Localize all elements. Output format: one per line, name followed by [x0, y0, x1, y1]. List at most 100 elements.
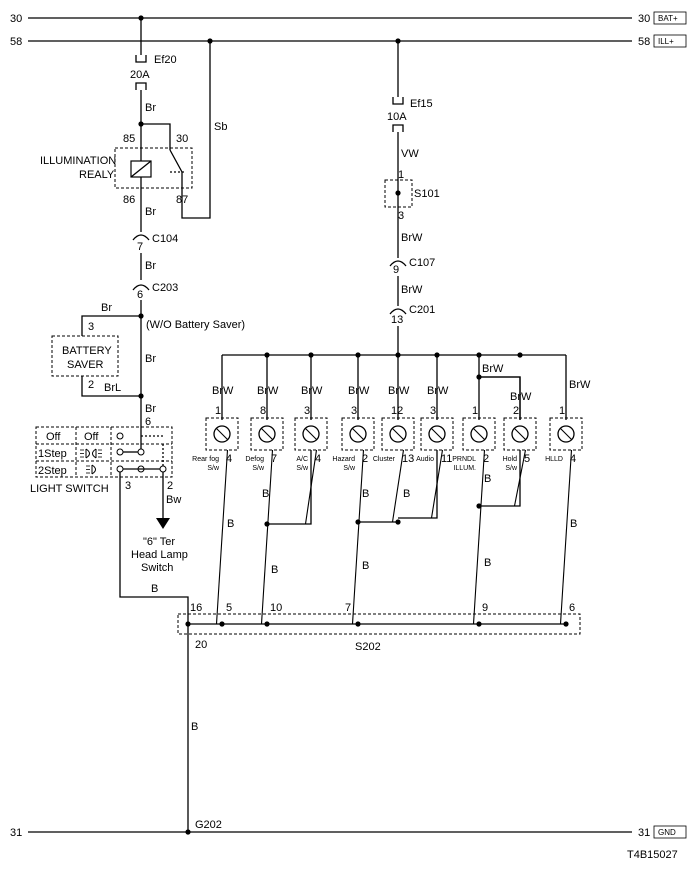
lamp-top-pin: 1: [472, 405, 478, 417]
lamp-connector-box: [549, 417, 583, 451]
wire-br-label-6: Br: [145, 403, 156, 415]
lamp-name-label: S/w: [343, 465, 356, 472]
wire-br-label-4: Br: [145, 353, 156, 365]
s202-lamp-pin: 6: [569, 602, 575, 614]
c104-connector-icon: [132, 234, 150, 241]
lamp-name-label: Cluster: [373, 456, 396, 463]
lamp-name-label: Hold: [503, 456, 518, 463]
ef20-name: Ef20: [154, 54, 177, 66]
light-switch: Off Off 1Step 2Step: [30, 426, 189, 624]
wire-brw-label: BrW: [510, 391, 532, 403]
wire-br-label-5: Br: [101, 302, 112, 314]
wire-b-label: B: [362, 560, 369, 572]
switch-off-label-2: Off: [84, 431, 99, 443]
c104-label: C104: [152, 233, 178, 245]
battery-saver-line1: BATTERY: [62, 345, 112, 357]
wire-b-label-ground: B: [191, 721, 198, 733]
lamp-bulb-icon: [557, 425, 575, 625]
wire-b-label: B: [227, 518, 234, 530]
c203-pin: 6: [137, 289, 143, 301]
lamp-bottom-pin: 4: [315, 453, 321, 465]
c104-pin: 7: [137, 241, 143, 253]
lamp-top-pin: 3: [304, 405, 310, 417]
relay-pin-30: 30: [176, 133, 188, 145]
wire-brl-label: BrL: [104, 382, 121, 394]
dest-line1: "6" Ter: [143, 536, 175, 548]
lamp-name-label: Rear fog: [192, 456, 219, 463]
lamp-top-pin: 3: [351, 405, 357, 417]
lamp-name-label: S/w: [505, 465, 518, 472]
wire-brw-label-2: BrW: [401, 284, 423, 296]
lamp-top-pin: 3: [430, 405, 436, 417]
lamp-top-pin: 1: [215, 405, 221, 417]
c201-label: C201: [409, 304, 435, 316]
wire-b-label-switch: B: [151, 583, 158, 595]
s202-lamp-pin: 10: [270, 602, 282, 614]
lamp-name-label: S/w: [296, 465, 309, 472]
light-switch-name: LIGHT SWITCH: [30, 483, 109, 495]
lamp-bulb-icon: [213, 425, 231, 625]
c107-connector-icon: [389, 260, 407, 267]
illumination-relay: 85 30 86 87 ILLUMINATION REALY Sb: [40, 38, 227, 219]
ill-rail-right-number: 58: [638, 36, 650, 48]
lamp-name-label: HLLD: [545, 456, 563, 463]
light-switch-pin-2: 2: [167, 480, 173, 492]
diagram-code: T4B15027: [627, 849, 678, 861]
ef20-branch: Ef20 20A Br: [130, 15, 177, 162]
lamp-top-pin: 1: [559, 405, 565, 417]
s202-lamp-pin: 5: [226, 602, 232, 614]
relay-switch-icon: [169, 149, 183, 173]
lamp-bottom-pin: 5: [524, 453, 530, 465]
battery-saver-pin-3: 3: [88, 321, 94, 333]
wire-brw-label: BrW: [348, 385, 370, 397]
wire-br-label: Br: [145, 102, 156, 114]
g202-label: G202: [195, 819, 222, 831]
wire-brw-label: BrW: [427, 385, 449, 397]
battery-saver-note: (W/O Battery Saver): [146, 319, 245, 331]
dest-line3: Switch: [141, 562, 173, 574]
s202-lamp-pin: 7: [345, 602, 351, 614]
lamp-bulb-icon: [349, 425, 367, 625]
lamp-name-label: ILLUM.: [453, 465, 476, 472]
c201-pin: 13: [391, 314, 403, 326]
wire-brw-label: BrW: [212, 385, 234, 397]
bat-rail-tag: BAT+: [658, 14, 678, 23]
wire-b-label: B: [262, 488, 269, 500]
arrow-down-icon: [156, 518, 170, 529]
lamp-bottom-pin: 4: [226, 453, 232, 465]
lamp-name-label: A/C: [296, 456, 308, 463]
s101-pin3: 3: [398, 210, 404, 222]
lamp-bottom-pin: 7: [271, 453, 277, 465]
lamp-bottom-pin: 13: [402, 453, 414, 465]
lamp-top-pin: 2: [513, 405, 519, 417]
battery-saver-pin-2: 2: [88, 379, 94, 391]
ef20-fuse-icon: [135, 55, 147, 63]
lamp-connector-box: [250, 417, 284, 451]
ef15-branch: Ef15 10A VW 1 S101 3 BrW 9 C107 BrW 13 C…: [384, 38, 440, 355]
wire-brw-label: BrW: [482, 363, 504, 375]
lamp-top-pin: 8: [260, 405, 266, 417]
lamp-top-pin: 12: [391, 405, 403, 417]
left-harness: Br 7 C104 Br 6 C203 (W/O Battery Saver) …: [51, 206, 245, 428]
battery-saver-box: [51, 335, 119, 377]
head-lamp-icon: [86, 464, 96, 475]
gnd-rail: 31 31 GND: [10, 825, 687, 839]
lamp-bottom-pin: 2: [483, 453, 489, 465]
ef20-amp: 20A: [130, 69, 150, 81]
gnd-rail-left-number: 31: [10, 827, 22, 839]
bat-rail: 30 30 BAT+: [10, 11, 687, 25]
lamp-bulb-icon: [470, 425, 488, 625]
lamp-bulb-icon: [302, 425, 320, 525]
light-switch-pin-6: 6: [145, 416, 151, 428]
wire-b-label: B: [271, 564, 278, 576]
relay-pin-85: 85: [123, 133, 135, 145]
s101-pin1: 1: [398, 169, 404, 181]
switch-off-label: Off: [46, 431, 61, 443]
wire-br-label-3: Br: [145, 260, 156, 272]
s202-lamp-pin: 9: [482, 602, 488, 614]
wire-b-label: B: [484, 473, 491, 485]
